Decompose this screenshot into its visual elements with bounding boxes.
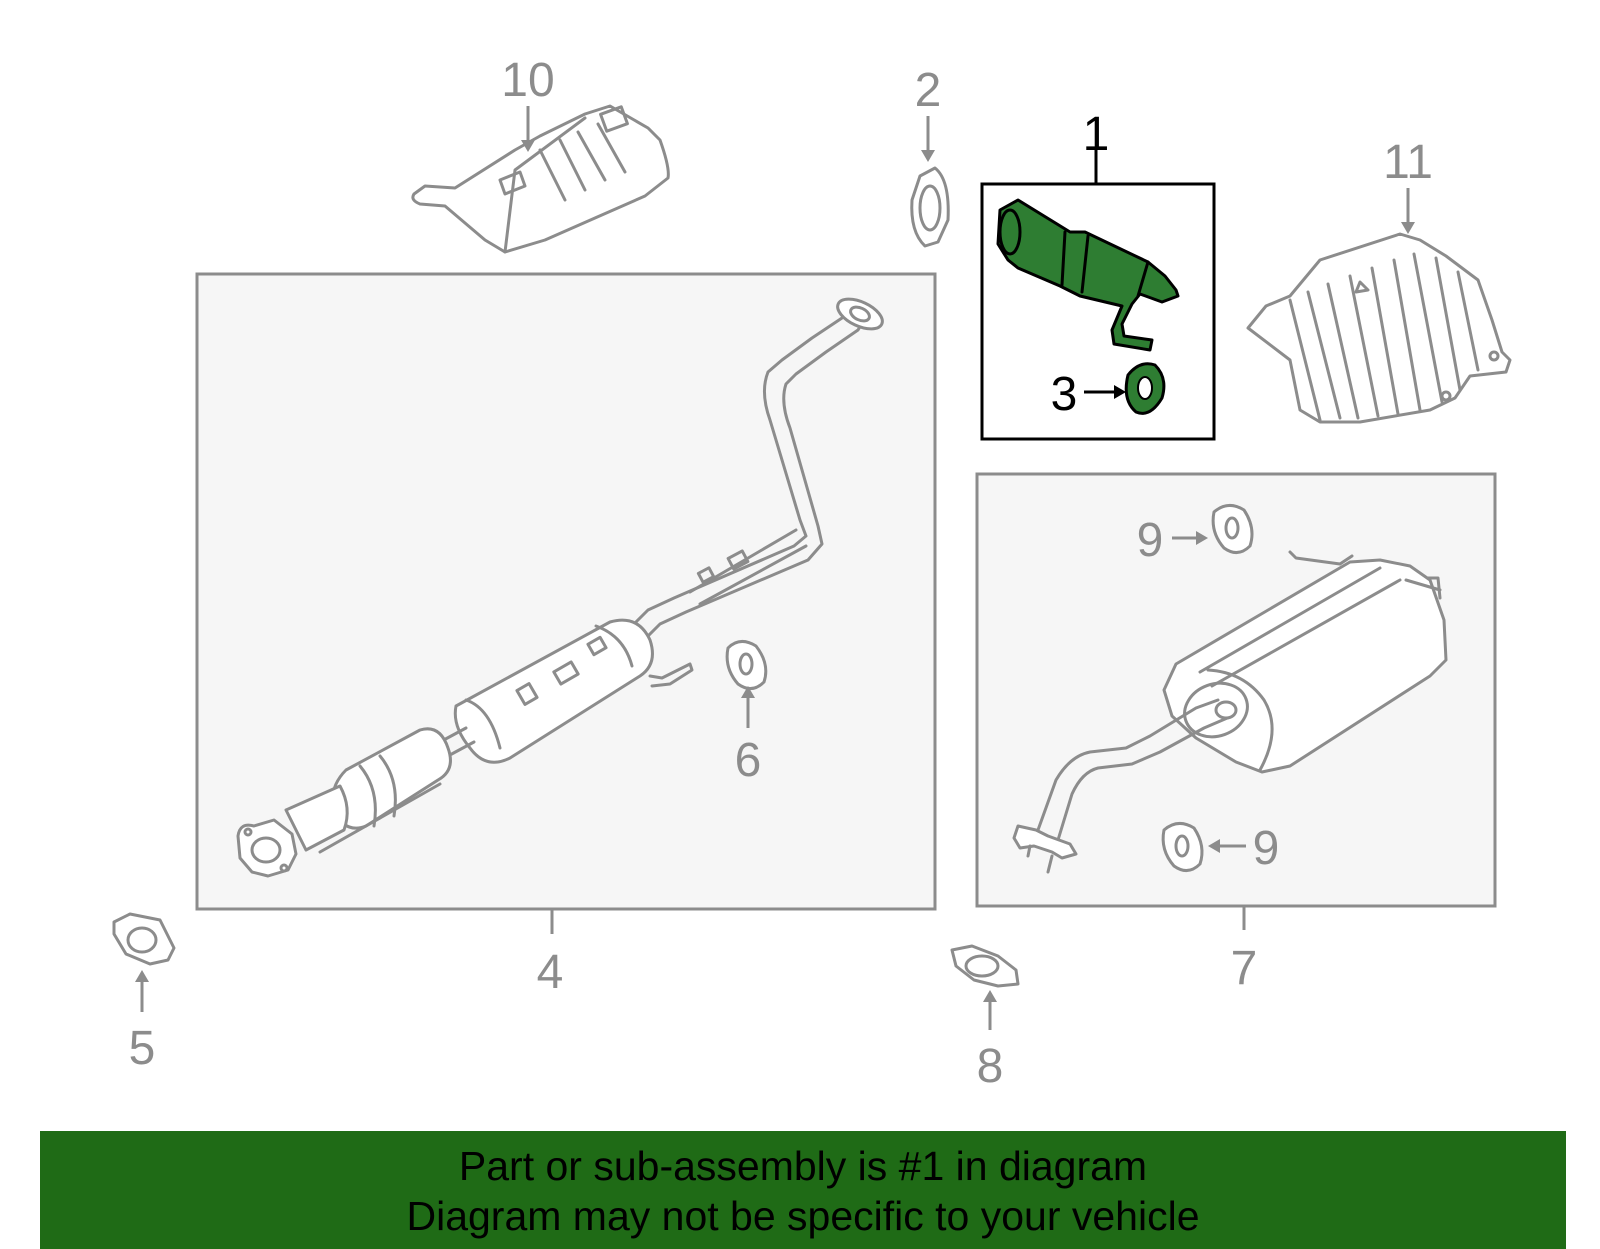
- banner-line-1: Part or sub-assembly is #1 in diagram: [458, 1143, 1148, 1189]
- part-10-heat-shield[interactable]: [411, 104, 670, 254]
- arrow-10: [521, 106, 535, 152]
- arrow-2: [921, 116, 935, 162]
- part-8-gasket[interactable]: [950, 944, 1020, 988]
- callout-10: 10: [501, 54, 554, 107]
- part-9-hanger-upper[interactable]: [1211, 504, 1254, 554]
- part-6-hanger[interactable]: [725, 640, 768, 690]
- banner-line-2: Diagram may not be specific to your vehi…: [406, 1193, 1200, 1239]
- part-4-front-pipe-assembly[interactable]: [236, 293, 887, 878]
- arrow-9-lower: [1208, 839, 1246, 853]
- callout-6: 6: [735, 734, 762, 787]
- callout-7: 7: [1231, 942, 1258, 995]
- part-3-bushing[interactable]: [1124, 362, 1166, 415]
- arrow-9-upper: [1172, 531, 1208, 545]
- arrow-6: [741, 686, 755, 728]
- callout-9-lower: 9: [1253, 822, 1280, 875]
- arrow-3: [1084, 385, 1126, 399]
- callout-11: 11: [1383, 136, 1433, 189]
- notice-banner: Part or sub-assembly is #1 in diagram Di…: [40, 1131, 1566, 1249]
- part-5-gasket[interactable]: [112, 912, 176, 966]
- arrow-11: [1401, 188, 1415, 234]
- callout-4: 4: [537, 946, 564, 999]
- exhaust-parts-diagram: 10 2 1 3 11: [112, 54, 1512, 1093]
- arrow-5: [135, 970, 149, 1012]
- callout-3: 3: [1051, 368, 1078, 421]
- callout-5: 5: [129, 1022, 156, 1075]
- part-11-heat-shield[interactable]: [1246, 232, 1512, 424]
- part-9-hanger-lower[interactable]: [1161, 822, 1204, 872]
- callout-2: 2: [915, 64, 942, 117]
- callout-1: 1: [1083, 108, 1110, 161]
- part-2-gasket[interactable]: [910, 166, 950, 248]
- callout-9-upper: 9: [1137, 514, 1164, 567]
- part-7-muffler-assembly[interactable]: [1012, 550, 1448, 874]
- part-1-catalytic-converter[interactable]: [996, 198, 1180, 352]
- arrow-8: [983, 990, 997, 1030]
- callout-8: 8: [977, 1040, 1004, 1093]
